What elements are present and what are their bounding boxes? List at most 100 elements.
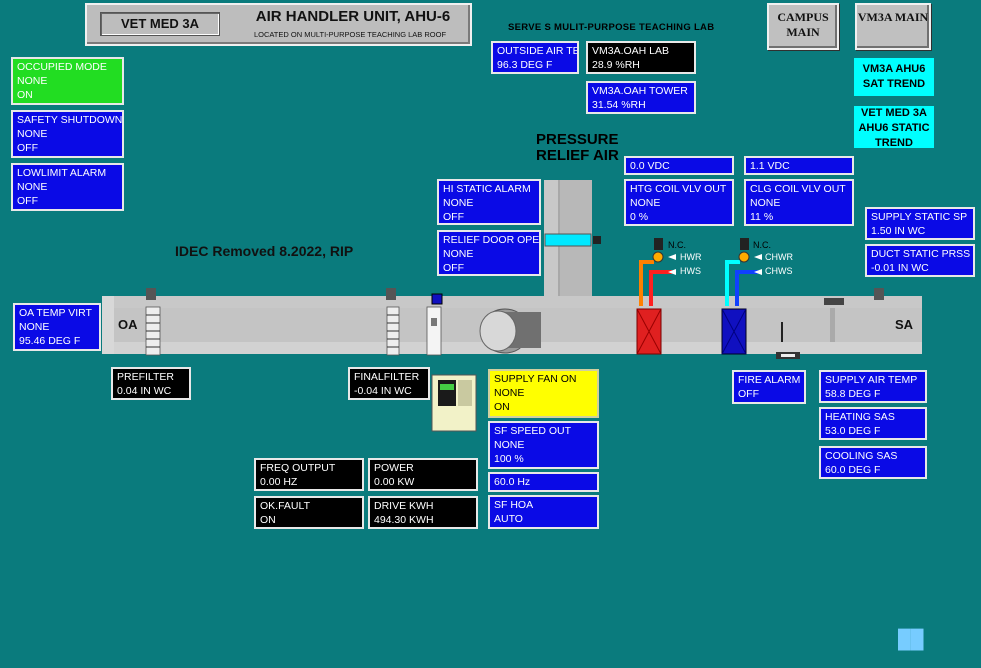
- relief-damper: [544, 233, 592, 247]
- point-status: NONE: [19, 321, 50, 333]
- safety-shutdown-point[interactable]: SAFETY SHUTDOWN NONE OFF: [11, 110, 124, 158]
- point-status: NONE: [494, 439, 525, 451]
- point-value: -0.01 IN WC: [871, 262, 929, 274]
- point-status: NONE: [630, 197, 661, 209]
- hi-static-alarm-point[interactable]: HI STATIC ALARM NONE OFF: [437, 179, 541, 225]
- point-label: RELIEF DOOR OPEN: [443, 234, 541, 246]
- point-status: NONE: [750, 197, 781, 209]
- point-value: 0.00 KW: [374, 476, 415, 488]
- point-value: 1.50 IN WC: [871, 225, 926, 237]
- drive-kwh-point[interactable]: DRIVE KWH 494.30 KWH: [368, 496, 478, 529]
- htg-vdc-point[interactable]: 0.0 VDC: [624, 156, 734, 175]
- prefilter-point[interactable]: PREFILTER 0.04 IN WC: [111, 367, 191, 400]
- sat-trend-button[interactable]: VM3A AHU6 SAT TREND: [854, 58, 934, 96]
- htg-nc-label: N.C.: [668, 240, 686, 250]
- clg-nc-label: N.C.: [753, 240, 771, 250]
- point-status: NONE: [443, 197, 474, 209]
- point-label: LOWLIMIT ALARM: [17, 167, 107, 179]
- oa-temp-virt-point[interactable]: OA TEMP VIRT NONE 95.46 DEG F: [13, 303, 101, 351]
- supply-fan-on-point[interactable]: SUPPLY FAN ON NONE ON: [488, 369, 599, 418]
- freq-output-point[interactable]: FREQ OUTPUT 0.00 HZ: [254, 458, 364, 491]
- point-status: NONE: [494, 387, 525, 399]
- point-label: COOLING SAS: [825, 450, 898, 462]
- point-label: HTG COIL VLV OUT: [630, 183, 727, 195]
- point-value: 494.30 KWH: [374, 514, 434, 526]
- point-value: OFF: [443, 211, 464, 223]
- point-label: VM3A.OAH TOWER: [592, 85, 688, 97]
- point-value: OFF: [738, 388, 759, 400]
- point-label: SF HOA: [494, 499, 534, 511]
- ok-fault-point[interactable]: OK.FAULT ON: [254, 496, 364, 529]
- point-status: NONE: [17, 128, 48, 140]
- point-label: POWER: [374, 462, 414, 474]
- point-label: SAFETY SHUTDOWN: [17, 114, 123, 126]
- point-value: 1.1 VDC: [750, 160, 790, 172]
- sf-hz-point[interactable]: 60.0 Hz: [488, 472, 599, 492]
- hwr-label: HWR: [680, 252, 702, 262]
- outside-air-temp-point[interactable]: OUTSIDE AIR TEI 96.3 DEG F: [491, 41, 579, 74]
- point-status: NONE: [17, 181, 48, 193]
- point-value: OFF: [17, 142, 38, 154]
- point-label: OA TEMP VIRT: [19, 307, 92, 319]
- oah-tower-point[interactable]: VM3A.OAH TOWER 31.54 %RH: [586, 81, 696, 114]
- oa-label: OA: [118, 317, 138, 332]
- point-value: 31.54 %RH: [592, 99, 646, 111]
- point-value: 60.0 DEG F: [825, 464, 881, 476]
- point-label: DRIVE KWH: [374, 500, 434, 512]
- clg-coil-valve-point[interactable]: CLG COIL VLV OUT NONE 11 %: [744, 179, 854, 226]
- supply-air-temp-point[interactable]: SUPPLY AIR TEMP 58.8 DEG F: [819, 370, 927, 403]
- duct-static-pressure-point[interactable]: DUCT STATIC PRSS -0.01 IN WC: [865, 244, 975, 277]
- heating-valve: [652, 251, 664, 263]
- point-label: SUPPLY AIR TEMP: [825, 374, 918, 386]
- finalfilter-point[interactable]: FINALFILTER -0.04 IN WC: [348, 367, 430, 400]
- clg-vdc-point[interactable]: 1.1 VDC: [744, 156, 854, 175]
- point-value: 100 %: [494, 453, 524, 465]
- fire-alarm-point[interactable]: FIRE ALARM OFF: [732, 370, 806, 404]
- point-value: ON: [494, 401, 510, 413]
- lowlimit-alarm-point[interactable]: LOWLIMIT ALARM NONE OFF: [11, 163, 124, 211]
- point-value: 53.0 DEG F: [825, 425, 881, 437]
- point-value: AUTO: [494, 513, 523, 525]
- point-label: FINALFILTER: [354, 371, 420, 383]
- filter-bank: [426, 306, 442, 356]
- idec-note: IDEC Removed 8.2022, RIP: [175, 243, 354, 259]
- static-trend-button[interactable]: VET MED 3A AHU6 STATIC TREND: [854, 106, 934, 149]
- point-value: -0.04 IN WC: [354, 385, 412, 397]
- heating-sas-point[interactable]: HEATING SAS 53.0 DEG F: [819, 407, 927, 440]
- point-label: OCCUPIED MODE: [17, 61, 107, 73]
- sf-hoa-point[interactable]: SF HOA AUTO: [488, 495, 599, 529]
- point-value: 28.9 %RH: [592, 59, 640, 71]
- cooling-sas-point[interactable]: COOLING SAS 60.0 DEG F: [819, 446, 927, 479]
- point-label: SF SPEED OUT: [494, 425, 572, 437]
- unit-title: AIR HANDLER UNIT, AHU-6: [255, 8, 451, 25]
- point-value: OFF: [17, 195, 38, 207]
- vm3a-main-button[interactable]: VM3A MAIN: [855, 3, 931, 50]
- point-label: FREQ OUTPUT: [260, 462, 336, 474]
- campus-main-button[interactable]: CAMPUS MAIN: [767, 3, 839, 50]
- point-label: DUCT STATIC PRSS: [871, 248, 971, 260]
- relief-door-open-point[interactable]: RELIEF DOOR OPEN NONE OFF: [437, 230, 541, 276]
- hws-label: HWS: [680, 266, 701, 276]
- cooling-valve: [738, 251, 750, 263]
- label-line: RELIEF AIR: [536, 147, 619, 164]
- oah-lab-point[interactable]: VM3A.OAH LAB 28.9 %RH: [586, 41, 696, 74]
- building-name-box: VET MED 3A: [100, 12, 220, 36]
- relief-actuator: [593, 236, 601, 244]
- sf-speed-out-point[interactable]: SF SPEED OUT NONE 100 %: [488, 421, 599, 469]
- point-value: OFF: [443, 262, 464, 274]
- point-label: HEATING SAS: [825, 411, 895, 423]
- point-label: SUPPLY FAN ON: [494, 373, 577, 385]
- point-label: SUPPLY STATIC SP: [871, 211, 968, 223]
- chwr-label: CHWR: [765, 252, 793, 262]
- point-value: 0 %: [630, 211, 649, 223]
- point-label: OK.FAULT: [260, 500, 310, 512]
- power-point[interactable]: POWER 0.00 KW: [368, 458, 478, 491]
- htg-coil-valve-point[interactable]: HTG COIL VLV OUT NONE 0 %: [624, 179, 734, 226]
- sa-label: SA: [895, 317, 914, 332]
- point-value: 60.0 Hz: [494, 476, 531, 488]
- point-value: 58.8 DEG F: [825, 388, 881, 400]
- occupied-mode-point[interactable]: OCCUPIED MODE NONE ON: [11, 57, 124, 105]
- point-value: 11 %: [750, 211, 774, 223]
- supply-static-sp-point[interactable]: SUPPLY STATIC SP 1.50 IN WC: [865, 207, 975, 240]
- point-value: 0.0 VDC: [630, 160, 670, 172]
